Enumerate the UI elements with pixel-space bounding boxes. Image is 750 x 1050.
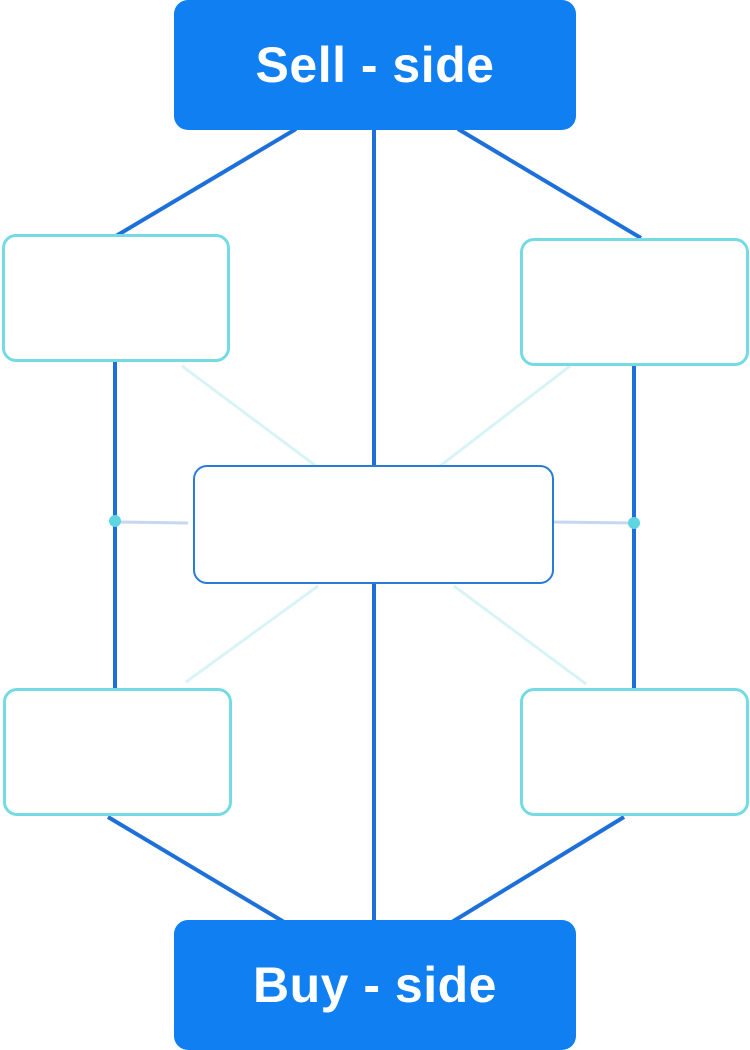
- node-top-right: [520, 238, 749, 366]
- faint-connector-top-right: [439, 364, 571, 468]
- sell-side-label: Sell - side: [255, 37, 495, 93]
- connector-bottom-left-buy: [106, 815, 286, 924]
- node-bottom-left: [3, 688, 232, 816]
- faint-connector-bottom-left: [185, 584, 319, 684]
- connector-bottom-right-buy: [450, 815, 626, 924]
- node-center: [193, 465, 554, 584]
- connector-sell-top-left: [114, 127, 298, 238]
- node-bottom-right: [520, 688, 749, 816]
- node-top-left: [2, 234, 230, 362]
- buy-side-label: Buy - side: [253, 957, 497, 1013]
- connector-sell-top-right: [456, 127, 643, 240]
- connector-left-junction: [114, 520, 189, 525]
- buy-side-box: Buy - side: [174, 920, 576, 1050]
- faint-connector-bottom-right: [453, 584, 587, 686]
- connector-right-junction: [551, 520, 635, 525]
- junction-dot-left: [109, 515, 121, 527]
- sell-side-box: Sell - side: [174, 0, 576, 130]
- junction-dot-right: [628, 517, 640, 529]
- faint-connector-top-left: [181, 364, 317, 468]
